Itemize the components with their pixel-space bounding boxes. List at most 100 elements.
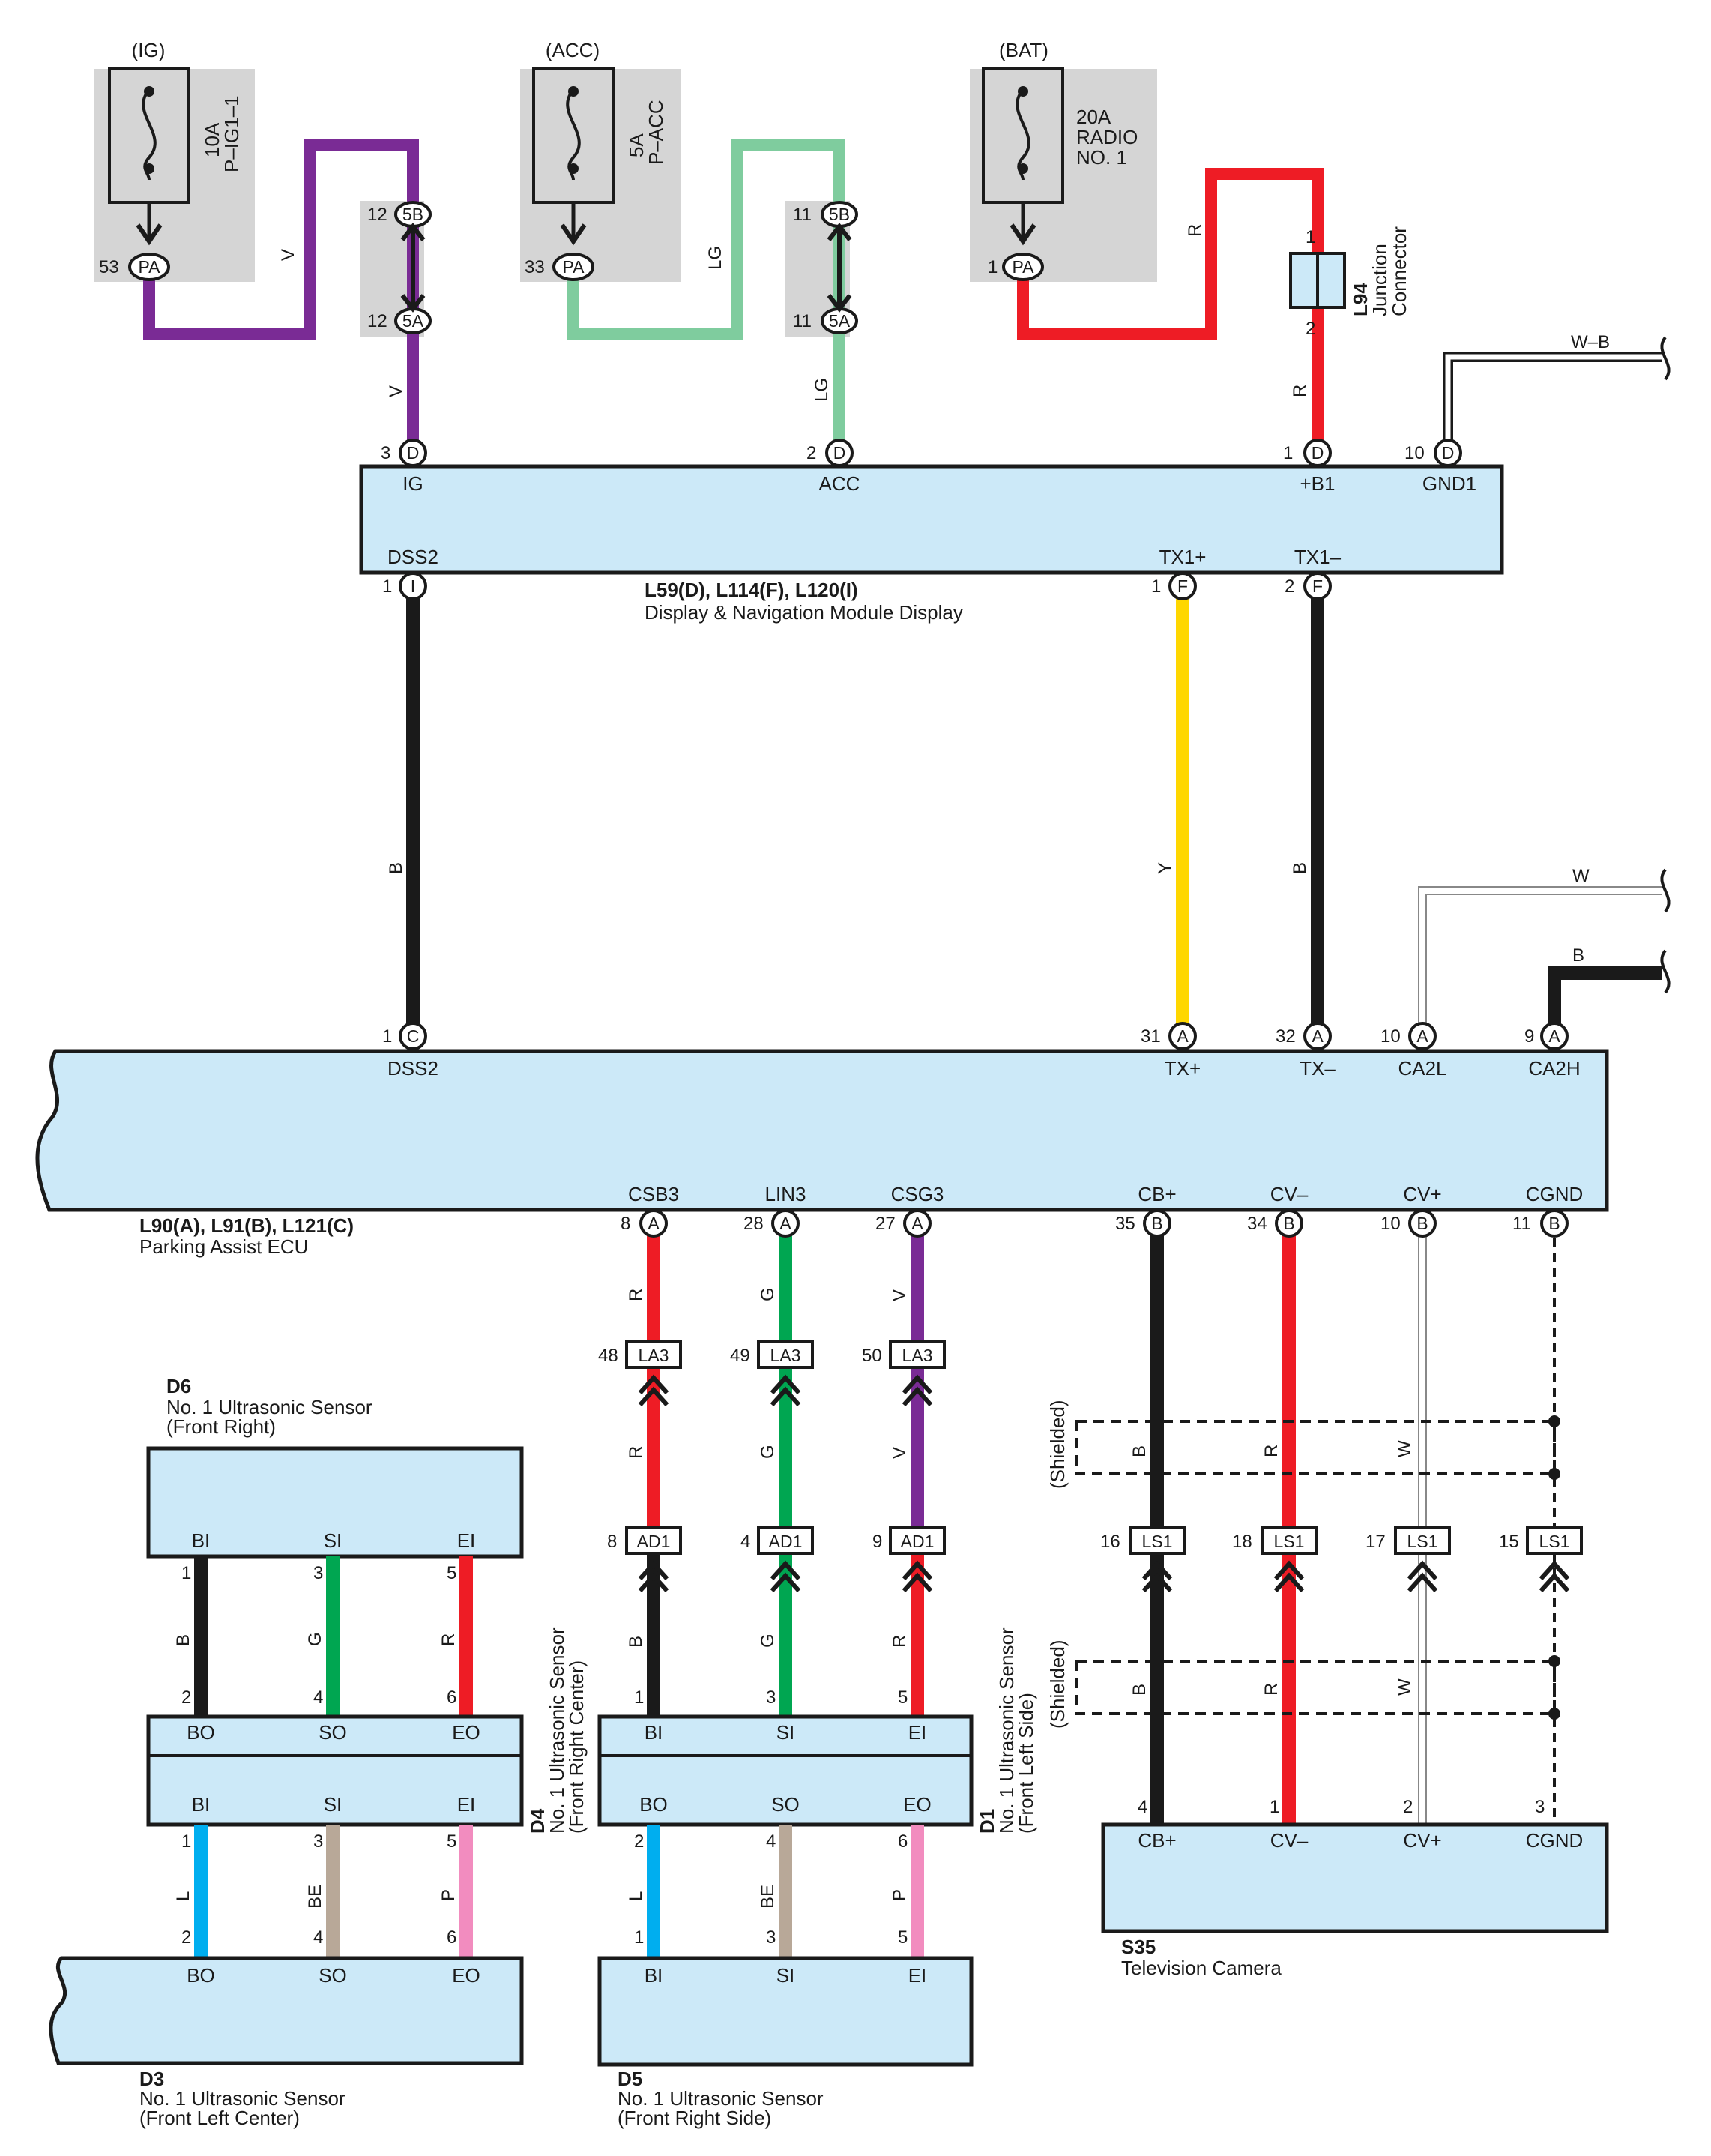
display-navigation-module: IG ACC +B1 GND1 DSS2 TX1+ TX1– L59(D), L… xyxy=(359,464,1504,624)
svg-text:BO: BO xyxy=(187,1721,215,1744)
svg-text:4: 4 xyxy=(766,1831,776,1852)
svg-text:5B: 5B xyxy=(829,205,850,224)
svg-text:A: A xyxy=(648,1214,660,1233)
svg-text:A: A xyxy=(911,1214,923,1233)
svg-text:1: 1 xyxy=(1283,443,1293,463)
svg-text:R: R xyxy=(626,1446,646,1459)
svg-text:15: 15 xyxy=(1499,1532,1519,1552)
svg-text:1: 1 xyxy=(1151,576,1161,597)
svg-text:18: 18 xyxy=(1232,1532,1252,1552)
inline-5ab-1: 5B 12 5A 12 xyxy=(367,201,432,334)
svg-text:2: 2 xyxy=(1403,1797,1413,1817)
svg-text:B: B xyxy=(1129,1445,1150,1457)
svg-text:I: I xyxy=(411,576,415,596)
svg-text:CV+: CV+ xyxy=(1403,1829,1441,1852)
fuse-name: P–IG1–1 xyxy=(220,95,243,172)
svg-text:B: B xyxy=(1416,1214,1428,1233)
svg-text:D6: D6 xyxy=(166,1375,191,1397)
svg-text:LA3: LA3 xyxy=(902,1346,933,1365)
svg-text:SI: SI xyxy=(776,1721,795,1744)
svg-text:GND1: GND1 xyxy=(1422,472,1476,495)
svg-text:10: 10 xyxy=(1404,443,1425,463)
svg-text:CV–: CV– xyxy=(1270,1183,1309,1205)
svg-text:BO: BO xyxy=(639,1793,668,1816)
svg-text:F: F xyxy=(1312,576,1323,596)
svg-text:48: 48 xyxy=(598,1346,618,1366)
fuse-name: P–ACC xyxy=(645,100,667,165)
svg-text:C: C xyxy=(407,1026,420,1046)
svg-text:5A: 5A xyxy=(402,311,424,331)
fuse-rating: 5A xyxy=(625,133,648,157)
svg-text:PA: PA xyxy=(563,257,585,277)
sensor-d4: BO SO EO BI SI EI D4 No. 1 Ultrasonic Se… xyxy=(146,1627,588,1834)
svg-text:11: 11 xyxy=(793,311,812,331)
display-top-pins: D 3 D 2 D 1 D 10 xyxy=(381,439,1462,467)
svg-text:AD1: AD1 xyxy=(769,1532,803,1551)
svg-text:L: L xyxy=(173,1891,193,1901)
svg-text:8: 8 xyxy=(607,1532,617,1552)
svg-text:V: V xyxy=(890,1447,910,1459)
svg-text:LA3: LA3 xyxy=(770,1346,801,1365)
fuse-source-label: (BAT) xyxy=(999,39,1048,61)
svg-text:3: 3 xyxy=(766,1687,776,1708)
svg-text:LS1: LS1 xyxy=(1407,1532,1438,1551)
svg-text:4: 4 xyxy=(740,1532,750,1552)
svg-text:(Shielded): (Shielded) xyxy=(1046,1400,1069,1489)
fuse-rating: 10A xyxy=(201,122,223,157)
display-module-id: L59(D), L114(F), L120(I) xyxy=(645,579,858,601)
svg-text:LS1: LS1 xyxy=(1539,1532,1570,1551)
junction-connector-l94: 1 2 L94 Junction Connector xyxy=(1289,226,1410,339)
connector-arrow-icon xyxy=(770,1374,801,1407)
svg-text:EO: EO xyxy=(452,1721,480,1744)
svg-text:SO: SO xyxy=(319,1721,347,1744)
svg-text:5B: 5B xyxy=(402,205,423,224)
double-arrow-icon xyxy=(400,223,426,313)
svg-text:R: R xyxy=(1261,1445,1282,1457)
fuse-bat: (BAT) 20A RADIO NO. 1 xyxy=(970,39,1157,282)
svg-text:D: D xyxy=(407,443,420,463)
svg-text:1: 1 xyxy=(181,1563,191,1583)
parking-assist-ecu: DSS2 TX+ TX– CA2L CA2H CSB3 LIN3 CSG3 CB… xyxy=(35,1049,1609,1258)
svg-text:B: B xyxy=(1129,1684,1150,1696)
svg-text:B: B xyxy=(1283,1214,1294,1233)
svg-text:W: W xyxy=(1395,1440,1415,1457)
svg-text:B: B xyxy=(1151,1214,1162,1233)
arrow-down-icon xyxy=(1010,223,1036,246)
svg-text:EO: EO xyxy=(452,1964,480,1987)
connector-arrow-icon xyxy=(1141,1560,1173,1593)
svg-text:B: B xyxy=(386,862,406,874)
svg-text:8: 8 xyxy=(621,1214,630,1234)
svg-text:R: R xyxy=(626,1289,646,1301)
junction-name-1: Junction xyxy=(1369,244,1391,316)
ad1-connectors: AD1 8 AD1 4 AD1 9 xyxy=(607,1526,946,1593)
wire-bat-red xyxy=(1017,168,1324,453)
svg-text:B: B xyxy=(1290,862,1310,874)
wire-ig-violet xyxy=(143,139,419,453)
sensor-d1: BI SI EI BO SO EO D1 No. 1 Ultrasonic Se… xyxy=(597,1627,1037,1834)
wire-gnd1-wb xyxy=(1443,352,1662,453)
svg-text:4: 4 xyxy=(313,1927,323,1948)
svg-text:1: 1 xyxy=(988,257,998,277)
svg-text:35: 35 xyxy=(1115,1214,1135,1234)
arrow-down-icon xyxy=(560,223,587,246)
svg-text:BI: BI xyxy=(192,1793,211,1816)
svg-text:2: 2 xyxy=(634,1831,644,1852)
svg-text:F: F xyxy=(1177,576,1188,596)
svg-text:B: B xyxy=(1572,945,1584,966)
svg-text:S35: S35 xyxy=(1121,1936,1156,1958)
svg-text:16: 16 xyxy=(1100,1532,1120,1552)
svg-text:TX1+: TX1+ xyxy=(1159,546,1207,568)
ecu-bottom-pins: A 8 A 28 A 27 B 35 B 34 B 10 B 11 xyxy=(621,1209,1569,1238)
svg-text:11: 11 xyxy=(793,205,812,225)
svg-text:(Front Right Side): (Front Right Side) xyxy=(618,2107,771,2129)
svg-text:SI: SI xyxy=(324,1793,342,1816)
svg-text:AD1: AD1 xyxy=(901,1532,935,1551)
svg-text:P: P xyxy=(438,1889,459,1901)
svg-text:D: D xyxy=(1442,443,1455,463)
svg-text:4: 4 xyxy=(313,1687,323,1708)
la3-connectors: LA3 48 LA3 49 LA3 50 xyxy=(598,1340,946,1407)
svg-text:G: G xyxy=(758,1287,778,1301)
svg-text:LS1: LS1 xyxy=(1274,1532,1305,1551)
fuse-source-label: (IG) xyxy=(132,39,166,61)
connector-arrow-icon xyxy=(1539,1560,1570,1593)
